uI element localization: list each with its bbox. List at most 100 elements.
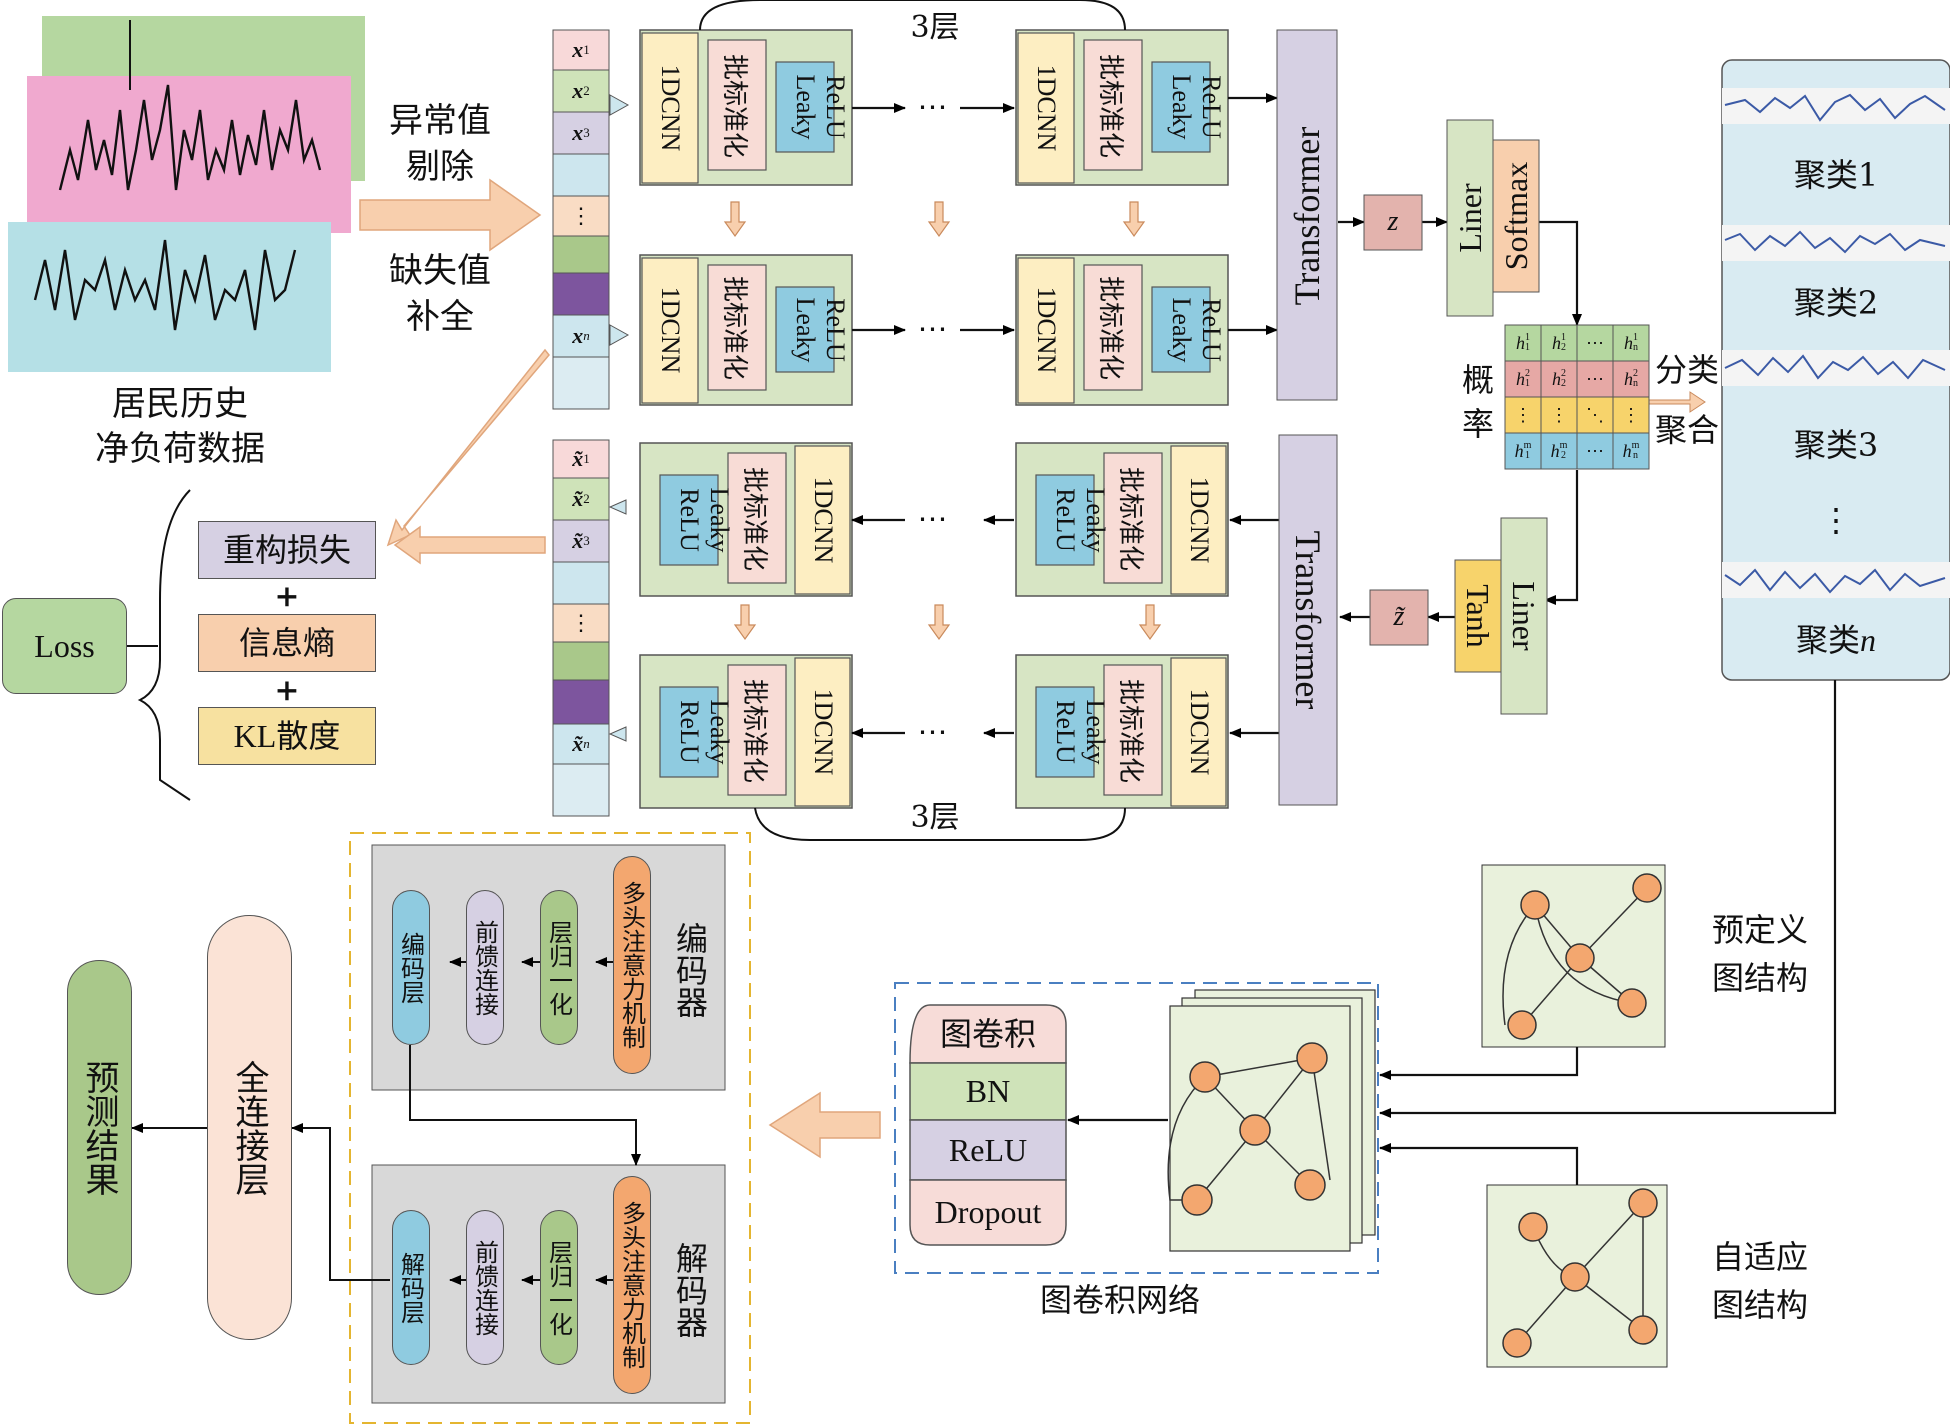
z-box	[1363, 194, 1423, 251]
cluster-3: 聚类3	[1793, 425, 1879, 464]
cnn-label: 1DCNN	[1032, 64, 1061, 152]
relu-label-1: Leaky	[1167, 74, 1196, 140]
enc-mha-pill	[613, 856, 651, 1074]
fc-label: 全连接层	[229, 1059, 269, 1196]
recon-loss-box: 重构损失	[198, 521, 376, 579]
classify-label-2: 聚合	[1654, 410, 1719, 449]
bn-label: 批标准化	[719, 53, 750, 158]
seq-out-x3: x̃3	[572, 528, 590, 554]
bn-label: 批标准化	[1095, 275, 1126, 380]
enc-layer: 编码层	[396, 931, 425, 1004]
cluster-dots: ⋮	[1820, 501, 1852, 538]
prob-label-2: 率	[1461, 404, 1494, 443]
prob-cell: ⋱	[1586, 404, 1604, 425]
transformer-dashed	[349, 832, 751, 1424]
transformer-enc	[1276, 29, 1338, 401]
relu-label-2: ReLU	[1051, 488, 1080, 552]
cnn-label: 1DCNN	[809, 688, 838, 776]
cnn-label: 1DCNN	[1032, 286, 1061, 374]
softmax-label: Softmax	[1497, 161, 1534, 271]
relu-label-1: Leaky	[1081, 699, 1110, 765]
decoder-title: 解码器	[671, 1242, 709, 1338]
output-sequence-column	[552, 439, 627, 817]
liner-bottom-label: Liner	[1506, 581, 1543, 651]
relu-label-2: ReLU	[821, 298, 850, 362]
flow-arrows	[851, 93, 1582, 738]
enc-ff: 前馈连接	[470, 919, 499, 1016]
bn-label: 批标准化	[719, 275, 750, 380]
relu-label-1: Leaky	[705, 699, 734, 765]
dec-norm: 层归一化	[544, 1239, 573, 1336]
adapt-label-1: 自适应	[1711, 1237, 1808, 1276]
brace-top	[699, 0, 1126, 31]
z-label: z	[1387, 206, 1399, 238]
dec-ff: 前馈连接	[470, 1239, 499, 1336]
seq-out-dots: ⋮	[570, 610, 592, 636]
gcn-bn: BN	[965, 1073, 1011, 1110]
input-series-stack	[8, 16, 365, 372]
block-ellipsis: ⋯	[917, 502, 948, 536]
dec-norm-pill	[540, 1210, 578, 1365]
prob-cell: ⋯	[1586, 332, 1604, 353]
seq-in-dots: ⋮	[570, 203, 592, 229]
bn-label: 批标准化	[1115, 678, 1146, 783]
cluster-2: 聚类2	[1793, 283, 1879, 322]
relu-label-2: ReLU	[675, 700, 704, 764]
encoder-title: 编码器	[671, 922, 709, 1018]
gcn-dropout: Dropout	[934, 1194, 1042, 1231]
prob-cell: ⋯	[1586, 368, 1604, 389]
prob-cell: ⋯	[1586, 440, 1604, 461]
preprocess-label-4: 补全	[406, 297, 474, 338]
relu-label-2: ReLU	[1197, 75, 1226, 139]
dec-mha-pill	[613, 1176, 651, 1394]
layers-top: 3层	[910, 9, 960, 45]
dec-layer-pill	[392, 1210, 430, 1365]
tanh-label: Tanh	[1460, 584, 1497, 648]
brace-bottom	[754, 807, 1126, 841]
preprocess-label-2: 剔除	[406, 147, 474, 188]
predef-graph	[1502, 873, 1662, 1040]
enc-norm-pill	[540, 890, 578, 1045]
relu-label-1: Leaky	[1081, 487, 1110, 553]
bn-label: 批标准化	[739, 678, 770, 783]
classify-label-1: 分类	[1654, 350, 1719, 389]
prob-table	[1504, 324, 1650, 470]
layers-bottom: 3层	[910, 799, 960, 835]
dec-layer: 解码层	[396, 1251, 425, 1324]
entropy-box: 信息熵	[198, 614, 376, 672]
input-title-line2: 净负荷数据	[95, 429, 265, 470]
preprocess-label-3: 缺失值	[389, 251, 491, 292]
fc-pill	[207, 915, 292, 1340]
gcn-relu: ReLU	[948, 1131, 1028, 1168]
graph-arrows	[1067, 680, 1837, 1185]
transformer-arrows	[131, 957, 641, 1285]
graph-main	[1167, 1042, 1331, 1216]
block-ellipsis: ⋯	[917, 90, 948, 124]
input-sequence-column	[552, 29, 630, 410]
seq-out-xn: x̃n	[572, 731, 590, 757]
seq-out-x1: x̃1	[572, 446, 590, 472]
cnn-subboxes	[641, 32, 1227, 807]
enc-mha: 多头注意力机制	[617, 881, 646, 1049]
pred-pill	[67, 960, 132, 1295]
prob-cell: ⋮	[1514, 404, 1532, 425]
seq-out-x2: x̃2	[572, 486, 590, 512]
relu-label-1: Leaky	[791, 297, 820, 363]
ztilde-box	[1369, 589, 1429, 646]
adapt-label-2: 图结构	[1711, 1285, 1808, 1324]
kl-box: KL散度	[198, 707, 376, 765]
relu-label-1: Leaky	[705, 487, 734, 553]
predef-label-2: 图结构	[1711, 958, 1808, 997]
